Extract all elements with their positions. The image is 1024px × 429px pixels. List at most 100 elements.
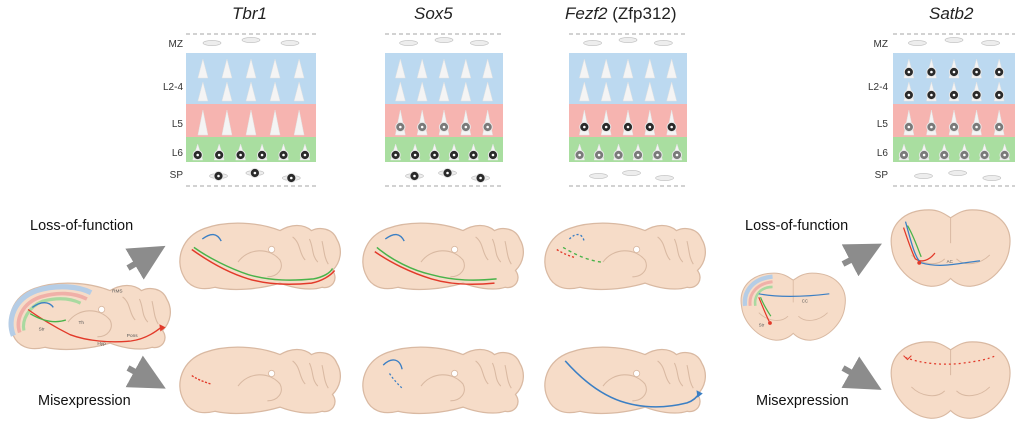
- region-label: CC: [802, 298, 808, 303]
- mz-cell: [908, 40, 927, 46]
- tbr1-loss-red-axon: [191, 248, 336, 286]
- l5-expression-dot-nucleus: [442, 125, 446, 129]
- layer-label-sp-left: SP: [169, 170, 183, 181]
- coronal-cortex-blue: [742, 274, 773, 307]
- coronal-green-axon: [759, 297, 772, 317]
- l2-4-expression-dot-nucleus: [997, 70, 1001, 74]
- coronal-outline: [890, 209, 1011, 287]
- satb2-mis-brain: [890, 341, 1011, 419]
- ventricle-spot: [451, 369, 459, 378]
- l5-expression-dot-nucleus: [907, 125, 911, 129]
- tbr1-loss-green-axon: [193, 246, 334, 281]
- mz-cell: [280, 40, 300, 46]
- subcortical-contour: [758, 312, 828, 321]
- sp-expression-dot-nucleus: [413, 174, 416, 178]
- l5-neuron: [245, 109, 257, 136]
- region-label: Str: [759, 322, 765, 327]
- l5-expression-dot-nucleus: [486, 125, 489, 129]
- ventricle-spot: [268, 369, 276, 378]
- l6-expression-dot-nucleus: [942, 153, 946, 157]
- l2-4-expression-dot-nucleus: [930, 93, 933, 97]
- label-loss-of-function-left: Loss-of-function: [30, 218, 134, 234]
- sox5-mis-brain: [362, 346, 524, 415]
- layer-label-l6-left: L6: [171, 148, 183, 159]
- region-label: Str: [39, 327, 45, 333]
- l2-4-expression-dot-nucleus: [930, 70, 933, 74]
- coronal-outline: [740, 272, 846, 341]
- ventricle-spot: [633, 245, 641, 254]
- l5-expression-dot-nucleus: [464, 125, 468, 129]
- cerebellum-folia: [292, 360, 329, 389]
- l6-expression-dot-nucleus: [239, 153, 242, 157]
- l5-expression-dot-nucleus: [399, 125, 402, 129]
- l2-4-neuron: [395, 81, 406, 102]
- cerebellum-folia: [475, 236, 512, 265]
- l6-expression-dot-nucleus: [578, 153, 581, 157]
- cortex-panel-sox5: [385, 33, 503, 187]
- thalamus-contour: [67, 310, 112, 338]
- arrow-to-mis-right: [841, 356, 882, 390]
- sp-cell: [622, 170, 641, 176]
- layer-label-l6-right: L6: [876, 148, 888, 159]
- brain-outline: [362, 222, 524, 291]
- cortex-panel-satb2: [893, 33, 1015, 187]
- reference-blue-axon: [31, 301, 54, 308]
- reference-red-arrowhead: [159, 324, 166, 332]
- l6-expression-dot-nucleus: [983, 153, 986, 157]
- sp-expression-dot-nucleus: [217, 174, 220, 178]
- satb2-loss-blue-axon: [904, 221, 981, 266]
- sox5-mis-blue-dashed: [388, 373, 403, 389]
- thalamus-contour: [602, 374, 647, 402]
- l2-4-neuron: [600, 58, 612, 79]
- reference-green-axon: [29, 313, 67, 323]
- satb2-loss-brain: AC: [890, 209, 1011, 287]
- l2-4-neuron: [293, 81, 305, 102]
- brain-outline: [179, 346, 341, 415]
- l5-expression-dot-nucleus: [583, 125, 586, 129]
- sox5-mis-blue-axon: [382, 359, 403, 370]
- sp-cell: [914, 173, 933, 179]
- l2-4-neuron: [666, 58, 677, 79]
- layer-label-l5-left: L5: [171, 119, 183, 130]
- mz-cell: [399, 40, 418, 46]
- l2-4-neuron: [460, 81, 472, 102]
- brain-outline: [544, 222, 706, 291]
- l2-4-neuron: [269, 58, 281, 79]
- l2-4-neuron: [579, 81, 590, 102]
- l2-4-neuron: [197, 58, 209, 79]
- fezf2-loss-blue-axon: [568, 233, 585, 242]
- label-misexpression-right: Misexpression: [756, 393, 849, 409]
- cerebellum-folia: [657, 236, 694, 265]
- l5-expression-dot-nucleus: [997, 125, 1001, 129]
- fezf2-mis-arrowhead: [696, 390, 703, 398]
- tbr1-mis-brain: [179, 346, 341, 415]
- satb2-loss-terminal: [917, 260, 922, 265]
- mz-cell: [202, 40, 222, 46]
- l5-expression-dot-nucleus: [420, 125, 424, 129]
- l2-4-neuron: [622, 81, 634, 102]
- l2-4-neuron: [197, 81, 209, 102]
- tbr1-loss-brain: [179, 222, 341, 291]
- l6-expression-dot-nucleus: [656, 153, 659, 157]
- sp-expression-dot-nucleus: [446, 171, 449, 175]
- mz-cell: [618, 37, 638, 43]
- gene-title-sox5: Sox5: [414, 4, 453, 23]
- l5-expression-dot-nucleus: [670, 125, 673, 129]
- l6-expression-dot-nucleus: [303, 153, 307, 157]
- coronal-cortex-red: [748, 280, 773, 307]
- arrow-to-loss-left: [125, 245, 166, 280]
- l5-expression-dot-nucleus: [626, 125, 630, 129]
- sox5-loss-brain: [362, 222, 524, 291]
- region-label: Pons: [127, 333, 138, 339]
- l2-4-neuron: [438, 81, 450, 102]
- satb2-mis-red-axon: [905, 355, 996, 365]
- l2-4-expression-dot-nucleus: [952, 93, 956, 97]
- l2-4-neuron: [221, 81, 233, 102]
- l2-4-expression-dot-nucleus: [907, 93, 911, 97]
- sox5-loss-blue-axon: [384, 233, 405, 242]
- thalamus-contour: [237, 250, 282, 278]
- thalamus-contour: [237, 374, 282, 402]
- sox5-loss-red-axon: [374, 251, 495, 286]
